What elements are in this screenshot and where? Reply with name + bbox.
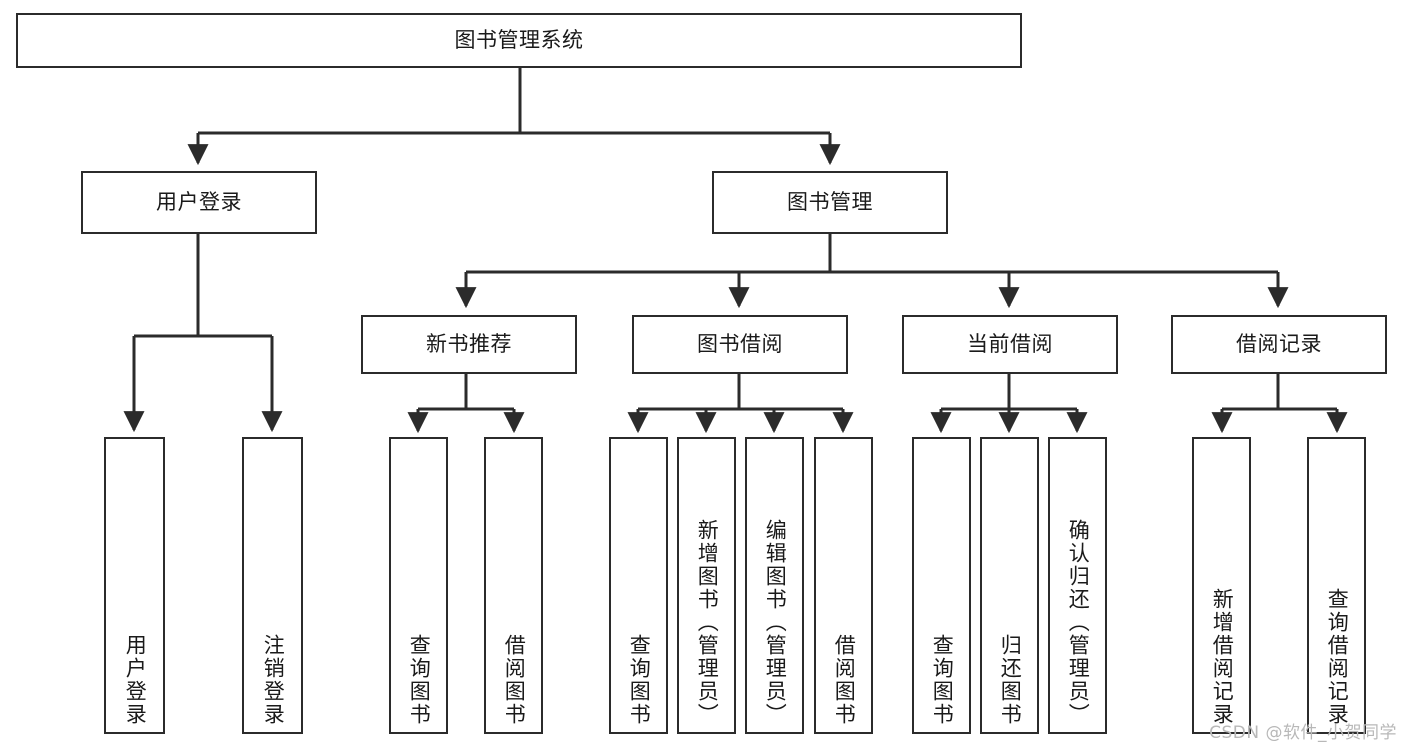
leaf-record-add-borrow-record-label: 新增借阅记录: [1210, 588, 1235, 726]
leaf-user-login[interactable]: 用户登录: [104, 437, 165, 734]
node-borrow-record-label: 借阅记录: [1236, 331, 1322, 356]
leaf-current-return-book[interactable]: 归还图书: [980, 437, 1039, 734]
leaf-current-confirm-return-admin[interactable]: 确认归还（管理员）: [1048, 437, 1107, 734]
node-book-borrow-label: 图书借阅: [697, 331, 783, 356]
leaf-borrow-add-book-admin[interactable]: 新增图书（管理员）: [677, 437, 736, 734]
leaf-borrow-edit-book-admin[interactable]: 编辑图书（管理员）: [745, 437, 804, 734]
leaf-newbook-borrow-book-label: 借阅图书: [502, 634, 527, 726]
leaf-record-query-borrow-record-label: 查询借阅记录: [1325, 588, 1350, 726]
leaf-newbook-query-book-label: 查询图书: [407, 634, 432, 726]
leaf-logout-login-label: 注销登录: [261, 634, 286, 726]
leaf-borrow-query-book[interactable]: 查询图书: [609, 437, 668, 734]
node-new-book-recommend-label: 新书推荐: [426, 331, 512, 356]
leaf-borrow-borrow-book-label: 借阅图书: [832, 634, 857, 726]
leaf-current-query-book-label: 查询图书: [930, 634, 955, 726]
node-book-management[interactable]: 图书管理: [712, 171, 948, 234]
leaf-borrow-edit-book-admin-label: 编辑图书（管理员）: [763, 519, 788, 726]
leaf-borrow-add-book-admin-label: 新增图书（管理员）: [695, 519, 720, 726]
leaf-borrow-borrow-book[interactable]: 借阅图书: [814, 437, 873, 734]
leaf-newbook-borrow-book[interactable]: 借阅图书: [484, 437, 543, 734]
node-current-borrow-label: 当前借阅: [967, 331, 1053, 356]
node-root-label: 图书管理系统: [454, 27, 584, 52]
node-book-management-label: 图书管理: [787, 189, 873, 214]
node-book-borrow[interactable]: 图书借阅: [632, 315, 848, 374]
leaf-logout-login[interactable]: 注销登录: [242, 437, 303, 734]
leaf-newbook-query-book[interactable]: 查询图书: [389, 437, 448, 734]
leaf-record-add-borrow-record[interactable]: 新增借阅记录: [1192, 437, 1251, 734]
leaf-borrow-query-book-label: 查询图书: [627, 634, 652, 726]
node-user-login[interactable]: 用户登录: [81, 171, 317, 234]
node-new-book-recommend[interactable]: 新书推荐: [361, 315, 577, 374]
node-root-book-management-system[interactable]: 图书管理系统: [16, 13, 1022, 68]
leaf-record-query-borrow-record[interactable]: 查询借阅记录: [1307, 437, 1366, 734]
leaf-current-confirm-return-admin-label: 确认归还（管理员）: [1066, 519, 1091, 726]
leaf-current-return-book-label: 归还图书: [998, 634, 1023, 726]
leaf-current-query-book[interactable]: 查询图书: [912, 437, 971, 734]
node-current-borrow[interactable]: 当前借阅: [902, 315, 1118, 374]
node-user-login-label: 用户登录: [156, 189, 242, 214]
csdn-watermark: CSDN @软件_小贺同学: [1209, 723, 1397, 743]
leaf-user-login-label: 用户登录: [123, 634, 148, 726]
node-borrow-record[interactable]: 借阅记录: [1171, 315, 1387, 374]
